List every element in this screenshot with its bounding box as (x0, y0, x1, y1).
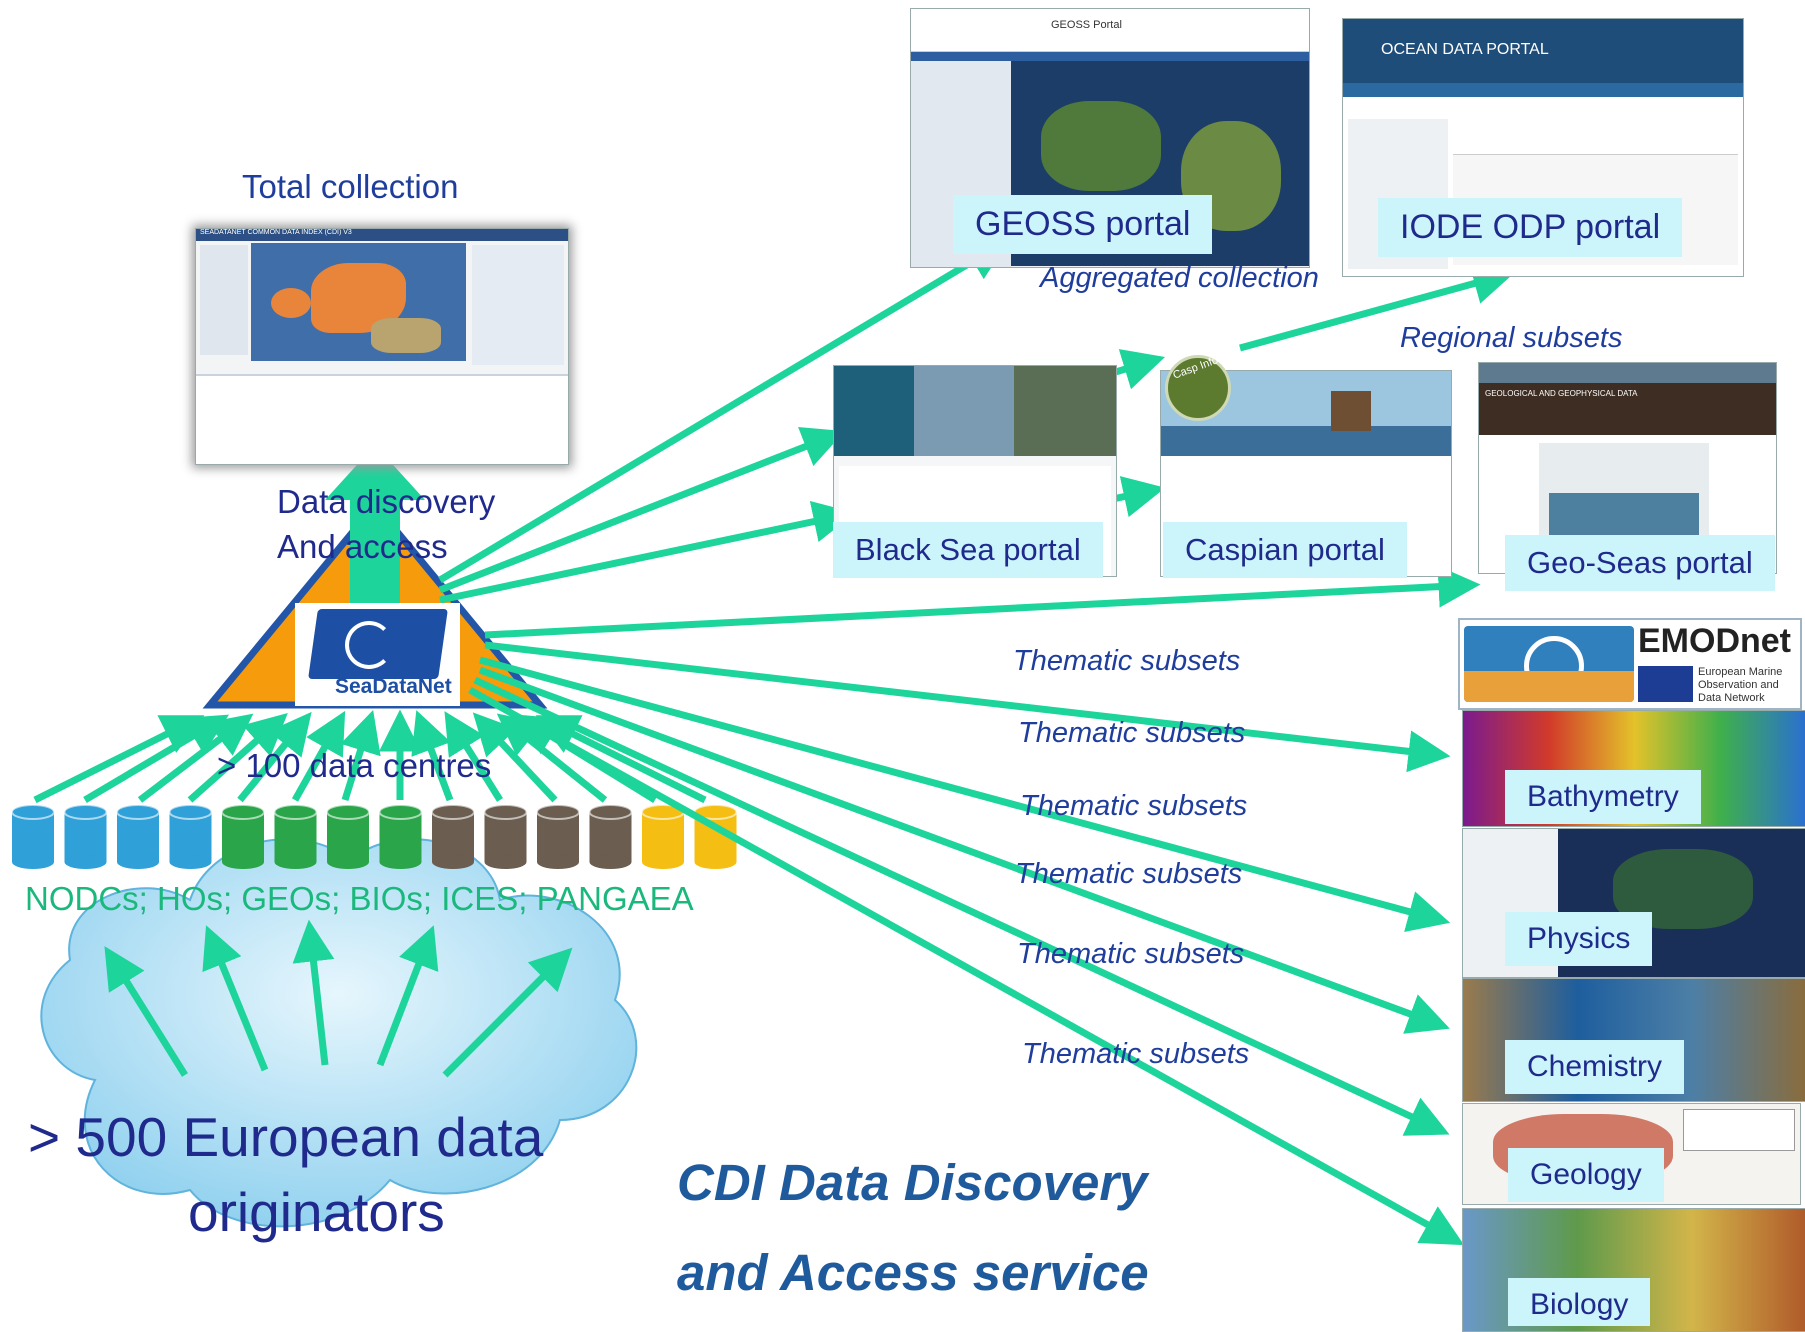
tools-panel (200, 245, 248, 355)
geo-seas-header: GEOLOGICAL AND GEOPHYSICAL DATA (1479, 383, 1776, 435)
data-centre-categories: NODCs; HOs; GEOs; BIOs; ICES; PANGAEA (25, 880, 694, 917)
data-centre-cylinder (168, 804, 213, 869)
caspian-portal-label: Caspian portal (1163, 522, 1407, 578)
map-panel (251, 243, 466, 361)
cloud-arrows (104, 919, 573, 1078)
data-centre-cylinder (536, 804, 580, 869)
data-centre-cylinder (221, 804, 265, 869)
regional-subsets-label: Regional subsets (1400, 322, 1623, 354)
bathymetry-label: Bathymetry (1505, 770, 1701, 824)
iode-header: OCEAN DATA PORTAL (1381, 41, 1549, 58)
data-discovery-label: Data discovery (277, 483, 496, 520)
cloud-line2: originators (188, 1181, 445, 1243)
and-access-label: And access (277, 528, 448, 565)
total-collection-title: Total collection (242, 168, 459, 205)
up-arrow (325, 445, 425, 605)
data-centre-cylinder (116, 804, 160, 869)
geo-seas-portal-label: Geo-Seas portal (1505, 535, 1775, 591)
emodnet-logo-icon (1464, 626, 1634, 702)
service-title-line1: CDI Data Discovery (677, 1154, 1148, 1211)
data-centre-cylinder (326, 804, 370, 869)
thematic-label-3: Thematic subsets (1020, 790, 1248, 822)
emodnet-subtitle: European Marine Observation and Data Net… (1698, 666, 1783, 704)
data-centre-cylinder (483, 804, 528, 869)
cloud-line1: > 500 European data (28, 1106, 544, 1168)
data-centre-cylinder (378, 804, 423, 869)
emodnet-banner: EMODnet European Marine Observation and … (1458, 618, 1802, 710)
service-title-line2: and Access service (677, 1244, 1149, 1301)
centre-arrows (33, 709, 707, 804)
thematic-label-2: Thematic subsets (1018, 717, 1246, 749)
caspian-logo: Casp Info (1165, 354, 1231, 421)
black-sea-portal-label: Black Sea portal (833, 522, 1103, 578)
thematic-label-1: Thematic subsets (1013, 645, 1241, 677)
screenshot-header: SEADATANET COMMON DATA INDEX (CDI) V3 (196, 229, 568, 241)
data-centre-cylinders (11, 804, 738, 869)
data-centre-cylinder (273, 804, 318, 869)
geoss-header: GEOSS Portal (1051, 19, 1122, 31)
eu-flag-icon (1638, 666, 1693, 702)
seadatanet-logo: SeaDataNet (295, 603, 460, 706)
data-centre-cylinder (431, 804, 475, 869)
physics-label: Physics (1505, 912, 1653, 966)
data-centre-cylinder (11, 804, 55, 869)
iode-portal-label: IODE ODP portal (1378, 198, 1683, 257)
biology-label: Biology (1508, 1278, 1651, 1326)
emodnet-title: EMODnet (1638, 622, 1791, 660)
geology-label: Geology (1508, 1148, 1664, 1202)
total-collection-screenshot: SEADATANET COMMON DATA INDEX (CDI) V3 (195, 228, 569, 465)
results-table (196, 374, 568, 464)
chemistry-label: Chemistry (1505, 1040, 1685, 1094)
logo-text: SeaDataNet (335, 675, 452, 698)
geoss-portal-label: GEOSS portal (953, 195, 1213, 254)
aggregated-collection-label: Aggregated collection (1040, 262, 1319, 294)
data-centres-label: > 100 data centres (217, 747, 492, 784)
thematic-label-5: Thematic subsets (1017, 938, 1245, 970)
data-centre-cylinder (63, 804, 108, 869)
data-centre-cylinder (588, 804, 633, 869)
thematic-label-4: Thematic subsets (1015, 858, 1243, 890)
layer-panel (472, 245, 564, 365)
originators-cloud (40, 838, 638, 1228)
thematic-label-6: Thematic subsets (1022, 1038, 1250, 1070)
data-centre-cylinder (641, 804, 685, 869)
